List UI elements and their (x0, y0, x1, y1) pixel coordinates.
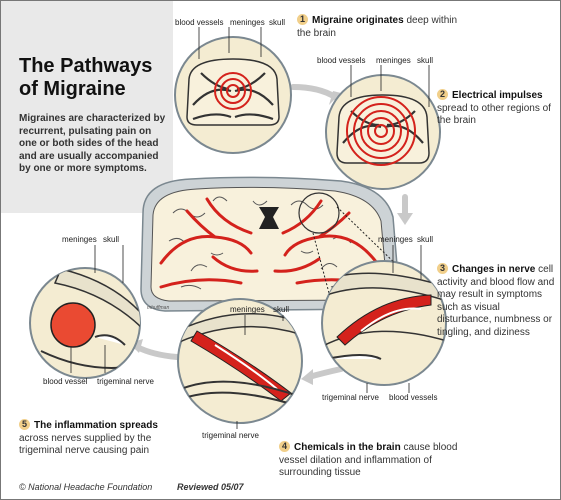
label-skull-3: skull (417, 235, 434, 244)
label-meninges-2: meninges (376, 56, 411, 65)
step-4-text: cause blood vessel dilation and inflamma… (279, 442, 458, 478)
label-blood-vessel-5: blood vessel (43, 377, 88, 386)
step-4-number: 4 (279, 441, 290, 452)
label-blood-vessels-3: blood vessels (389, 393, 438, 402)
arrow-1-to-2 (290, 84, 338, 100)
intro-description: Migraines are characterized by recurrent… (19, 113, 166, 174)
label-trigeminal-nerve-5: trigeminal nerve (97, 377, 154, 386)
step-2-heading: Electrical impulses (452, 90, 543, 101)
stage-2-brain-circle (325, 74, 441, 190)
arrow-head-1 (329, 91, 341, 105)
step-5-number: 5 (19, 419, 30, 430)
step-3-text: cell activity and blood flow and may res… (437, 264, 555, 338)
step-1-heading: Migraine originates (312, 15, 404, 26)
page-title: The Pathways of Migraine (19, 55, 153, 100)
label-blood-vessels-2: blood vessels (317, 56, 366, 65)
step-5-text: across nerves supplied by the trigeminal… (19, 432, 152, 457)
brain-cross-section (140, 176, 400, 312)
step-2-caption: 2 Electrical impulses spread to other reg… (437, 89, 555, 128)
arrow-head-3 (301, 369, 313, 385)
step-5-caption: 5 The inflammation spreads across nerves … (19, 419, 174, 458)
reviewed-date: Reviewed 05/07 (177, 482, 244, 492)
intro-panel: The Pathways of Migraine Migraines are c… (1, 1, 173, 213)
stage-4-vessel-circle (177, 298, 303, 424)
label-skull-4: skull (273, 305, 290, 314)
step-2-text: spread to other regions of the brain (437, 102, 551, 127)
arrow-3-to-4 (306, 366, 344, 380)
label-skull-5: skull (103, 235, 120, 244)
label-skull-2: skull (417, 56, 434, 65)
step-3-number: 3 (437, 263, 448, 274)
step-1-text: deep within the brain (297, 15, 458, 39)
step-3-caption: 3 Changes in nerve cell activity and bloo… (437, 263, 557, 339)
label-meninges-4: meninges (230, 305, 265, 314)
label-meninges-1: meninges (230, 18, 265, 27)
arrow-4-to-5 (134, 344, 180, 360)
label-blood-vessels-1: blood vessels (175, 18, 224, 27)
step-1-number: 1 (297, 14, 308, 25)
arrow-head-2 (397, 213, 413, 225)
step-1-caption: 1 Migraine originates deep within the bra… (297, 14, 467, 40)
label-trigeminal-nerve-3: trigeminal nerve (322, 393, 379, 402)
step-4-caption: 4 Chemicals in the brain cause blood vess… (279, 441, 479, 480)
illustrator-credit: mhuffman (147, 305, 170, 311)
stage-5-inflammation-circle (29, 267, 141, 379)
label-trigeminal-nerve-4: trigeminal nerve (202, 431, 259, 440)
stage-3-vessel-circle (321, 260, 447, 386)
step-2-number: 2 (437, 89, 448, 100)
copyright-notice: © National Headache Foundation (19, 482, 153, 492)
step-3-heading: Changes in nerve (452, 264, 536, 275)
step-4-heading: Chemicals in the brain (294, 442, 401, 453)
step-5-heading: The inflammation spreads (34, 420, 158, 431)
label-meninges-3: meninges (378, 235, 413, 244)
label-skull-1: skull (269, 18, 286, 27)
stage-1-brain-circle (174, 36, 292, 154)
label-leader-lines (70, 27, 430, 429)
label-meninges-5: meninges (62, 235, 97, 244)
